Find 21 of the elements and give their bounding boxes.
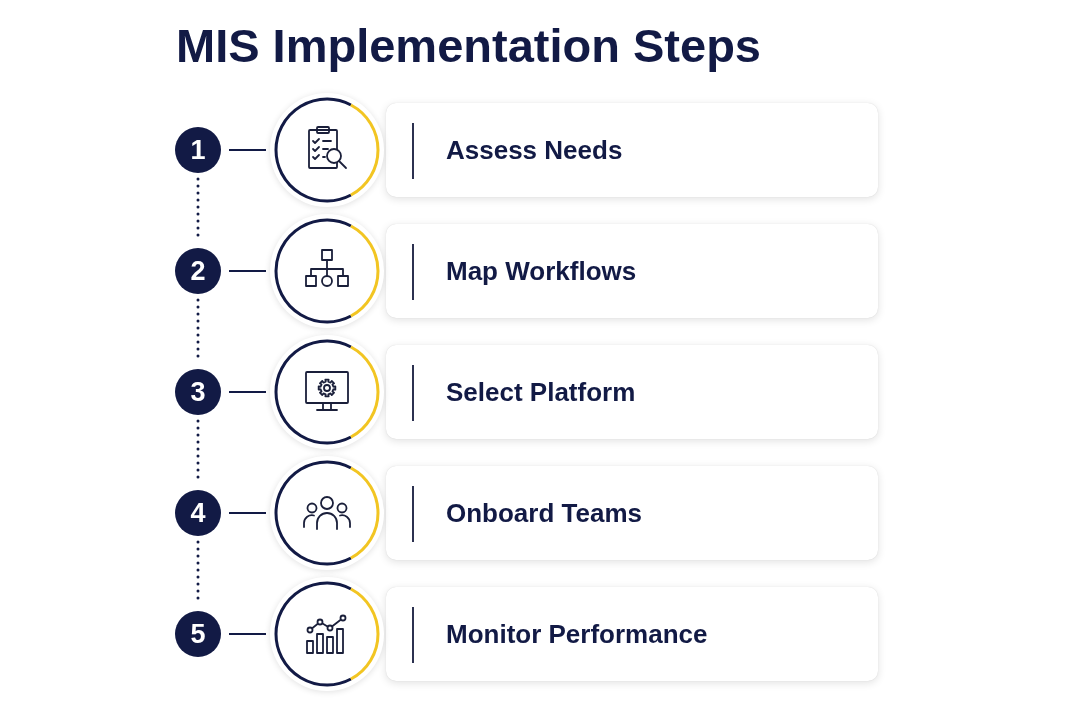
step-label: Monitor Performance xyxy=(446,618,708,650)
step-number: 5 xyxy=(175,611,221,657)
step-card xyxy=(386,587,878,681)
title: MIS Implementation Steps xyxy=(176,18,761,73)
step-label: Assess Needs xyxy=(446,134,623,166)
connector-line xyxy=(228,633,267,635)
connector-line xyxy=(228,149,267,151)
connector-line xyxy=(228,512,267,514)
step-label: Onboard Teams xyxy=(446,497,642,529)
connector-line xyxy=(228,391,267,393)
step-number: 2 xyxy=(175,248,221,294)
step-card xyxy=(386,224,878,318)
step-label: Map Workflows xyxy=(446,255,637,287)
step-label: Select Platform xyxy=(446,376,636,408)
step-number: 4 xyxy=(175,490,221,536)
connector-line xyxy=(228,270,267,272)
step-number: 3 xyxy=(175,369,221,415)
step-number: 1 xyxy=(175,127,221,173)
step-card xyxy=(386,345,878,439)
step-card xyxy=(386,466,878,560)
step-card xyxy=(386,103,878,197)
